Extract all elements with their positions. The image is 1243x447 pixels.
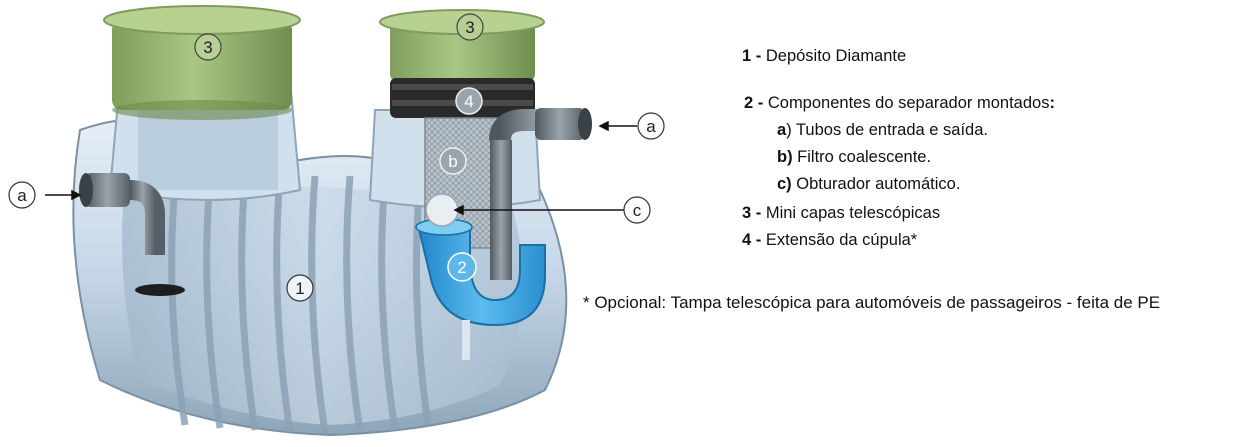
legend-item-2-colon: : [1049, 94, 1055, 112]
marker-float-c: c [623, 196, 651, 224]
marker-cap-left-3: 3 [194, 33, 222, 61]
legend-item-2: 2 - Componentes do separador montados: [744, 95, 1055, 112]
legend-item-3-text: Mini capas telescópicas [761, 204, 941, 222]
svg-text:b: b [448, 152, 457, 171]
svg-text:c: c [633, 201, 642, 220]
legend-sub-c: c) Obturador automático. [777, 176, 960, 193]
svg-text:2: 2 [457, 258, 466, 277]
svg-text:a: a [17, 186, 27, 205]
float-ball [425, 193, 459, 227]
legend-item-4-number: 4 - [742, 231, 762, 249]
legend-item-2-number: 2 - [744, 94, 764, 112]
marker-inlet-a: a [8, 181, 36, 209]
legend-item-4: 4 - Extensão da cúpula* [742, 232, 917, 249]
svg-text:3: 3 [465, 18, 474, 37]
legend-sub-a-text: ) Tubos de entrada e saída. [786, 121, 988, 139]
tank-ribs [168, 175, 432, 434]
legend-item-3-number: 3 - [742, 204, 762, 222]
legend-sub-c-key: c) [777, 175, 792, 193]
svg-text:3: 3 [203, 38, 212, 57]
legend-item-2-text: Componentes do separador montados [763, 94, 1050, 112]
marker-filter-b: b [439, 147, 467, 175]
marker-cap-right-3: 3 [456, 13, 484, 41]
svg-text:a: a [646, 117, 656, 136]
marker-separator-2: 2 [447, 252, 477, 282]
legend-sub-b: b) Filtro coalescente. [777, 149, 931, 166]
legend-item-1-number: 1 - [742, 47, 762, 65]
svg-text:1: 1 [295, 279, 304, 298]
marker-extension-4: 4 [455, 87, 483, 115]
legend-item-4-text: Extensão da cúpula* [761, 231, 918, 249]
outlet-pipe-external [535, 108, 592, 140]
legend-item-1-text: Depósito Diamante [761, 47, 907, 65]
marker-tank-1: 1 [286, 274, 314, 302]
legend-sub-a-key: a [777, 121, 787, 139]
legend-sub-c-text: Obturador automático. [791, 175, 961, 193]
optional-note: * Opcional: Tampa telescópica para autom… [583, 293, 1161, 312]
legend-sub-b-text: Filtro coalescente. [792, 148, 932, 166]
leader-lines [45, 120, 637, 216]
legend-sub-a: a) Tubos de entrada e saída. [777, 122, 988, 139]
legend-item-3: 3 - Mini capas telescópicas [742, 205, 940, 222]
inlet-pipe [79, 173, 185, 296]
legend-item-1: 1 - Depósito Diamante [742, 48, 906, 65]
legend-sub-b-key: b) [777, 148, 793, 166]
svg-text:4: 4 [464, 92, 473, 111]
marker-outlet-a: a [637, 112, 665, 140]
left-cap [103, 5, 301, 120]
